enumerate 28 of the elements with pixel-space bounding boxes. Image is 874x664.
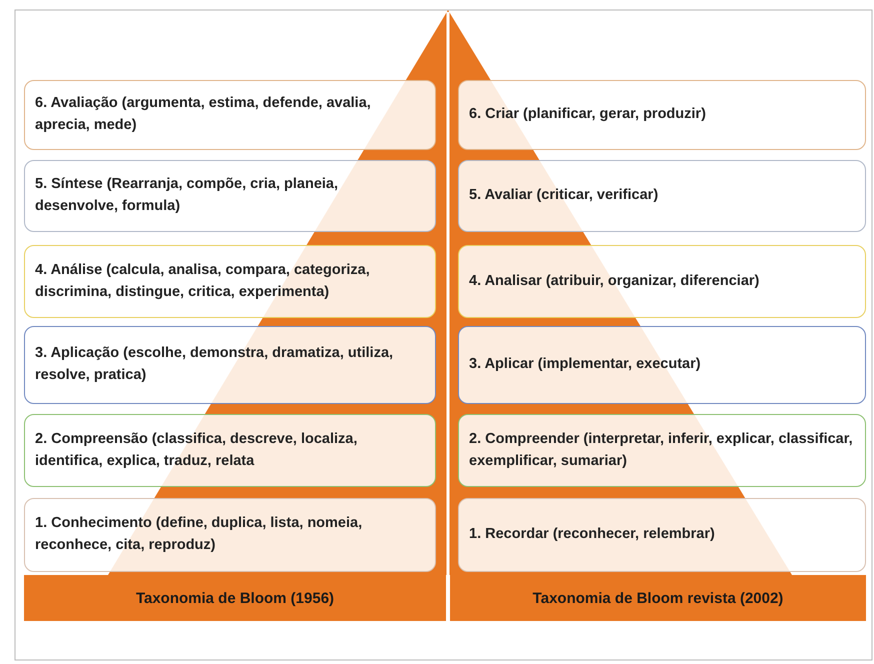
level-box [458, 80, 866, 150]
level-text: 2. Compreensão (classifica, descreve, localiza, identifica, explica, traduz, relata [35, 430, 358, 470]
level-text: 6. Avaliação (argumenta, estima, defende, avalia, aprecia, mede) [35, 94, 372, 135]
band-title: Taxonomia de Bloom revista (2002) [532, 590, 784, 606]
level-text: 2. Compreender (interpretar, inferir, explicar, classificar, exemplificar, sumariar) [469, 430, 854, 470]
level-box [458, 414, 866, 487]
level-text: 3. Aplicar (implementar, executar) [469, 355, 701, 374]
level-box [24, 414, 436, 487]
title-band [24, 575, 446, 621]
level-box [458, 498, 866, 572]
title-band [450, 575, 866, 621]
level-text: 6. Criar (planificar, gerar, produzir) [469, 105, 706, 124]
level-box [458, 160, 866, 232]
level-box [458, 326, 866, 404]
level-text: 4. Analisar (atribuir, organizar, diferenciar) [469, 272, 760, 291]
level-box [458, 245, 866, 318]
band-title: Taxonomia de Bloom (1956) [136, 590, 334, 606]
level-box [24, 245, 436, 318]
level-box [24, 326, 436, 404]
level-text: 4. Análise (calcula, analisa, compara, categoriza, discrimina, distingue, critica, experimenta) [35, 260, 371, 302]
level-box [24, 80, 436, 150]
level-text: 3. Aplicação (escolhe, demonstra, dramatiza, utiliza, resolve, pratica) [35, 344, 394, 385]
level-text: 5. Avaliar (criticar, verificar) [469, 186, 658, 206]
level-text: 5. Síntese (Rearranja, compõe, cria, planeia, desenvolve, formula) [35, 175, 340, 216]
level-box [24, 160, 436, 232]
level-text: 1. Recordar (reconhecer, relembrar) [469, 525, 715, 544]
level-box [24, 498, 436, 572]
level-text: 1. Conhecimento (define, duplica, lista, nomeia, reconhece, cita, reproduz) [35, 514, 364, 555]
